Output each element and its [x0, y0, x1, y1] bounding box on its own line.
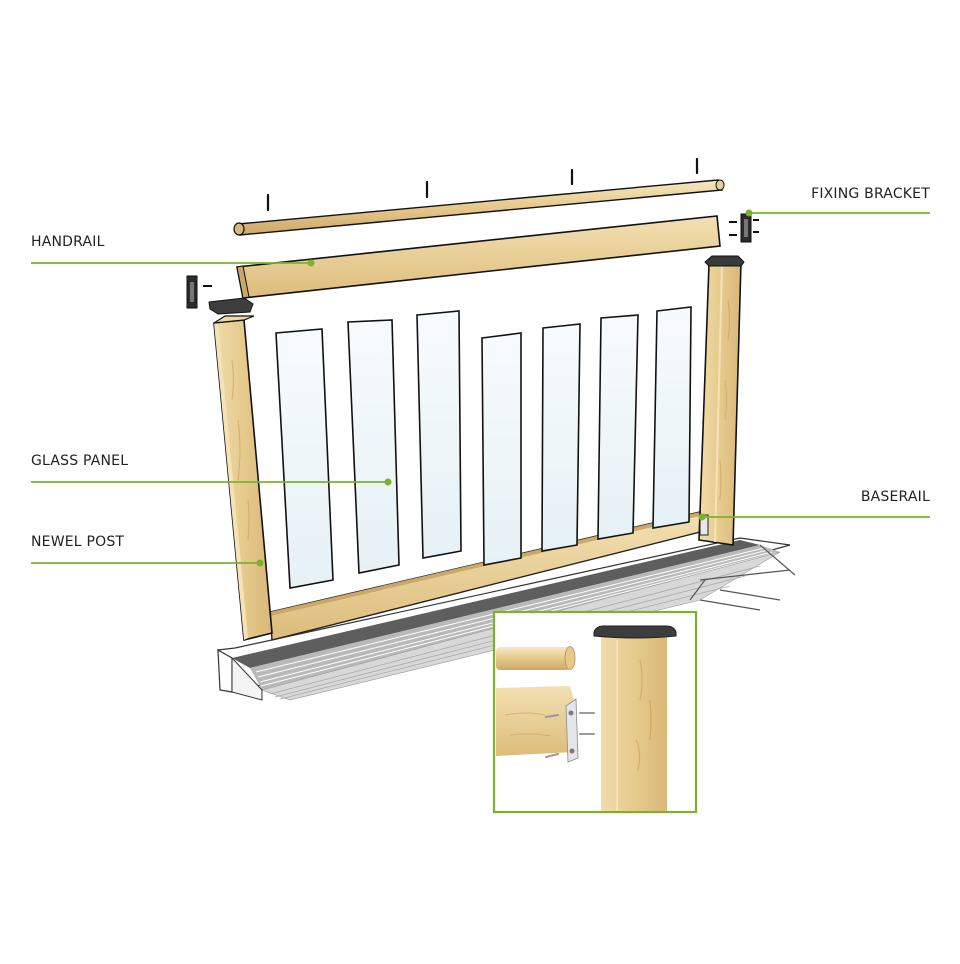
glass-panel-1: [275, 328, 334, 589]
glass-panel-5: [541, 323, 581, 552]
glass-panels: [275, 306, 692, 589]
label-baserail: BASERAIL: [860, 489, 930, 505]
callout-dot-baserail: [698, 513, 706, 521]
callout-dot-handrail: [307, 259, 315, 267]
glass-panel-2: [347, 319, 400, 574]
label-newel-post: NEWEL POST: [31, 534, 125, 550]
top-rail: [236, 215, 721, 299]
handrail-cap: [233, 179, 725, 236]
glass-panel-6: [597, 314, 639, 540]
label-glass-panel: GLASS PANEL: [31, 453, 129, 469]
callout-dot-glass-panel: [384, 478, 392, 486]
screw-icon: [545, 753, 559, 758]
callout-lines: [31, 209, 930, 567]
callout-dot-fixing-bracket: [745, 209, 753, 217]
label-handrail: HANDRAIL: [31, 234, 105, 250]
handrail-screws: [266, 157, 699, 212]
post-cap-left: [208, 297, 254, 315]
post-cap-right: [704, 255, 745, 267]
inset-detail: [492, 610, 698, 814]
newel-post-left: [213, 315, 273, 642]
glass-panel-7: [652, 306, 692, 529]
fixing-bracket-left: [186, 275, 254, 315]
fixing-bracket-right: [729, 213, 759, 243]
callout-dot-newel-post: [256, 559, 264, 567]
glass-panel-3: [416, 310, 462, 559]
screw-icon: [545, 714, 559, 718]
label-fixing-bracket: FIXING BRACKET: [811, 186, 930, 202]
newel-post-right: [698, 255, 745, 546]
glass-panel-4: [481, 332, 522, 566]
post-cap-detail: [593, 625, 677, 639]
